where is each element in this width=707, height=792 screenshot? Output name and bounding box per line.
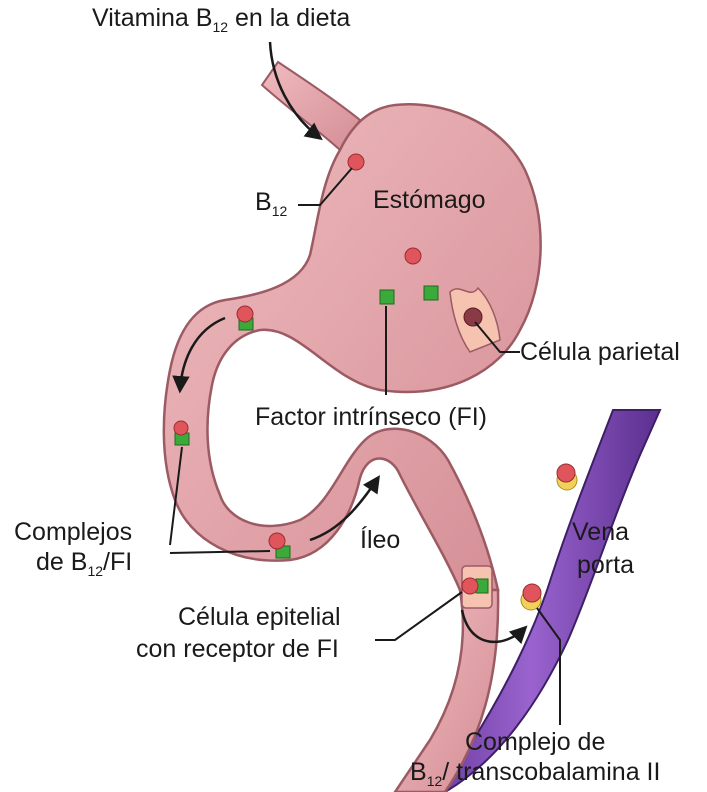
label-intrinsic-factor: Factor intrínseco (FI) xyxy=(255,405,487,430)
intrinsic-factor xyxy=(424,286,438,300)
b12-molecule xyxy=(405,248,421,264)
label-transcobalamin-line1: Complejo de xyxy=(465,730,605,755)
label-ileum: Íleo xyxy=(360,528,400,553)
label-epithelial-line1: Célula epitelial xyxy=(178,605,341,630)
b12-molecule xyxy=(348,154,364,170)
label-portal-vein-line1: Vena xyxy=(572,520,629,545)
label-parietal-cell: Célula parietal xyxy=(520,340,680,365)
b12-transcobalamin-complex xyxy=(521,584,541,610)
label-complexes-line2: de B12/FI xyxy=(36,550,132,575)
leader-epithelial xyxy=(375,592,462,640)
b12-if-complex xyxy=(174,421,189,445)
label-transcobalamin-line2: B12/ transcobalamina II xyxy=(410,760,660,785)
label-stomach: Estómago xyxy=(373,188,486,213)
b12-if-complex xyxy=(237,306,253,330)
b12-transcobalamin-complex xyxy=(557,464,577,490)
parietal-cell-nucleus xyxy=(464,308,482,326)
label-epithelial-line2: con receptor de FI xyxy=(136,637,339,662)
label-diet: Vitamina B12 en la dieta xyxy=(92,6,350,31)
intrinsic-factor xyxy=(380,290,394,304)
label-complexes-line1: Complejos xyxy=(14,520,132,545)
label-portal-vein-line2: porta xyxy=(577,553,634,578)
label-b12: B12 xyxy=(255,190,287,215)
b12-if-complex xyxy=(462,578,488,594)
